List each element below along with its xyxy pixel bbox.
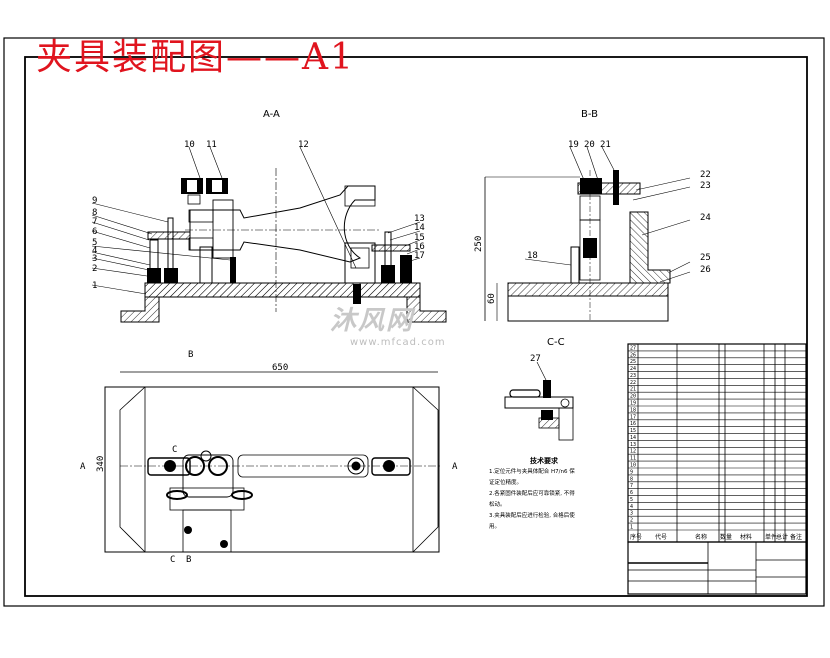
technical-requirements-heading: 技术要求	[530, 457, 558, 465]
bom-row-number: 14	[630, 435, 636, 441]
bom-header-cell: 名称	[695, 533, 707, 541]
bom-row-number: 20	[630, 394, 636, 400]
bom-header-cell: 序号	[630, 533, 642, 541]
requirement-item: 1.定位元件与夹具体配合 H7/n6 保证定位精度。	[489, 469, 575, 486]
part-label-20: 20	[584, 140, 595, 150]
part-label-13: 13	[414, 214, 425, 224]
part-label-16: 16	[414, 242, 425, 252]
bom-row-number: 8	[630, 476, 633, 482]
requirement-item: 2.各紧固件装配后应可靠锁紧, 不得松动。	[489, 491, 575, 508]
section-cc-label: C-C	[547, 337, 565, 348]
part-label-11: 11	[206, 140, 217, 150]
bom-row-number: 3	[630, 511, 633, 517]
bom-row-number: 13	[630, 442, 636, 448]
part-label-27: 27	[530, 354, 541, 364]
section-mark-b-top: B	[188, 350, 193, 360]
bom-row-number: 5	[630, 497, 633, 503]
bom-row-number: 11	[630, 456, 636, 462]
bom-rows: 2726252423222120191817161514131211109876…	[628, 345, 806, 531]
bom-row-number: 7	[630, 483, 633, 489]
part-label-23: 23	[700, 181, 711, 191]
bom-row-number: 21	[630, 387, 636, 393]
dim-height-250: 250	[474, 236, 484, 252]
section-aa-label: A-A	[263, 109, 280, 120]
dim-length-650: 650	[272, 363, 288, 373]
bom-row-number: 22	[630, 380, 636, 386]
bom-row-number: 26	[630, 352, 636, 358]
watermark-brand: 沐风网	[330, 306, 415, 336]
section-mark-a-right: A	[452, 462, 458, 472]
part-label-10: 10	[184, 140, 195, 150]
inner-frame	[24, 56, 808, 597]
section-mark-c-bottom: C	[170, 555, 175, 565]
part-label-1: 1	[92, 281, 97, 291]
outer-frame	[3, 37, 825, 607]
section-mark-b-bottom: B	[186, 555, 191, 565]
part-label-3: 3	[92, 254, 97, 264]
bom-row-number: 24	[630, 366, 636, 372]
technical-requirements: 技术要求 1.定位元件与夹具体配合 H7/n6 保证定位精度。 2.各紧固件装配…	[489, 456, 579, 533]
bom-row-number: 1	[630, 525, 633, 531]
section-mark-a-left: A	[80, 462, 86, 472]
bom-row-number: 6	[630, 490, 633, 496]
section-cc: C-C 27	[504, 337, 574, 441]
bom-row-number: 2	[630, 518, 633, 524]
part-label-24: 24	[700, 213, 711, 223]
bom-row-number: 12	[630, 449, 636, 455]
drawing-title: 夹具装配图——A1	[36, 37, 355, 78]
part-label-25: 25	[700, 253, 711, 263]
part-label-22: 22	[700, 170, 711, 180]
section-bb: B-B 250 60 19 20 21	[474, 109, 711, 322]
plan-view: 650 340 A A B C C B	[80, 350, 458, 565]
bom-header-cell: 总计	[776, 533, 788, 541]
watermark: 沐风网 www.mfcad.com	[330, 300, 446, 348]
part-label-17: 17	[414, 251, 425, 261]
bom-header: 序号 代号 名称 数量材料 单件总计备注	[630, 533, 802, 541]
bom-header-cell: 单件	[765, 533, 777, 541]
bom-row-number: 23	[630, 373, 636, 379]
part-label-6: 6	[92, 227, 97, 237]
part-label-2: 2	[92, 264, 97, 274]
dim-width-340: 340	[96, 456, 106, 472]
part-label-4: 4	[92, 246, 97, 256]
bom-row-number: 17	[630, 414, 636, 420]
section-bb-label: B-B	[581, 109, 598, 120]
bom-header-cell: 代号	[655, 533, 667, 541]
bom-header-cell: 材料	[740, 533, 752, 541]
bom-header-cell: 数量	[720, 533, 732, 541]
section-aa: A-A	[91, 109, 447, 323]
part-label-8: 8	[92, 208, 97, 218]
part-label-21: 21	[600, 140, 611, 150]
watermark-url: www.mfcad.com	[350, 337, 446, 348]
dim-base-60: 60	[487, 293, 497, 304]
part-label-19: 19	[568, 140, 579, 150]
part-label-9: 9	[92, 196, 97, 206]
bom-row-number: 16	[630, 421, 636, 427]
bom-row-number: 9	[630, 469, 633, 475]
part-label-7: 7	[92, 217, 97, 227]
bom-row-number: 19	[630, 401, 636, 407]
bom-header-cell: 备注	[790, 533, 802, 541]
bom-row-number: 15	[630, 428, 636, 434]
title-block	[627, 343, 807, 595]
bom-row-number: 10	[630, 463, 636, 469]
part-label-26: 26	[700, 265, 711, 275]
part-label-5: 5	[92, 238, 97, 248]
section-mark-c-top: C	[172, 445, 177, 455]
bom-row-number: 27	[630, 345, 636, 351]
part-label-12: 12	[298, 140, 309, 150]
bom-row-number: 18	[630, 407, 636, 413]
part-label-14: 14	[414, 223, 425, 233]
part-label-18: 18	[527, 251, 538, 261]
requirement-item: 3.夹具装配后应进行检验, 合格后使用。	[489, 513, 575, 530]
bom-row-number: 4	[630, 504, 633, 510]
part-label-15: 15	[414, 233, 425, 243]
bom-row-number: 25	[630, 359, 636, 365]
